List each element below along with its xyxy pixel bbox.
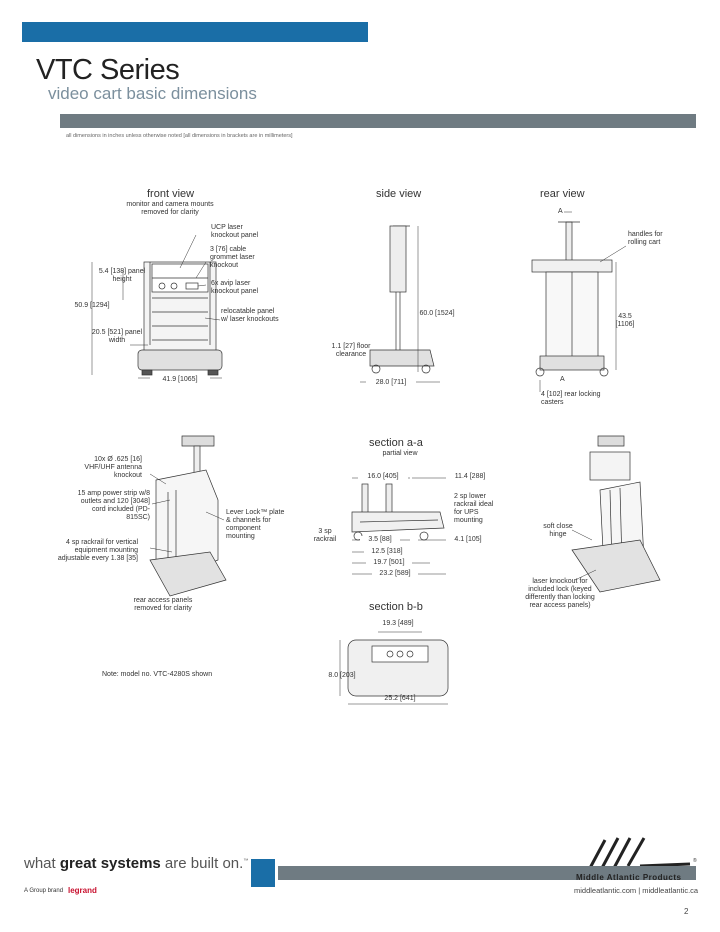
front-view-caption: monitor and camera mounts removed for cl… [126,201,214,216]
rack3-label: 3 sp rackrail [313,528,337,543]
floor-clearance-label: 1.1 [27] floor clearance [331,343,371,358]
antenna-label: 10x Ø .625 [16] VHF/UHF antenna knockout [84,456,142,479]
section-bb-drawing [339,631,449,705]
brand-registered-mark: ® [693,858,697,864]
panel-width-label: 20.5 [521] panel width [91,329,143,344]
casters-label: 4 [102] rear locking casters [541,391,601,406]
front-view-drawing [91,234,223,379]
front-height-label: 50.9 [1294] [74,302,110,309]
front-view-title: front view [147,188,195,200]
footer-accent-square [251,859,275,887]
power-strip-label: 15 amp power strip w/8 outlets and 120 [… [77,490,150,521]
side-view-title: side view [376,188,422,200]
iso-left-drawing [149,435,227,597]
legrand-logo: legrand [68,886,97,895]
model-note: Note: model no. VTC-4280S shown [102,671,213,678]
rear-access-label: rear access panels removed for clarity [133,597,193,612]
section-aa-title: section a-a [369,437,423,449]
units-note: all dimensions in inches unless otherwis… [66,133,293,139]
soft-close-hinge-label: soft close hinge [543,523,573,538]
header-accent-bar [22,22,368,42]
section-bb-title: section b-b [369,601,423,613]
dim-11: 11.4 [288] [448,473,492,481]
rear-view-title: rear view [540,188,585,200]
dim-8: 8.0 [203] [328,672,356,679]
page-number: 2 [684,907,689,916]
page-title: VTC Series [36,54,180,86]
dim-35: 3.5 [88] [360,536,400,544]
brand-name: Middle Atlantic Products [576,873,682,882]
iso-right-drawing [571,435,661,593]
side-depth-label: 28.0 [711] [366,379,416,387]
rear-view-drawing [531,211,627,392]
tagline: what great systems are built on.™ [24,855,249,872]
middle-atlantic-logo-mark [588,837,691,869]
avip-label: 6x avip laser knockout panel [211,280,259,295]
section-a-top-marker: A [558,208,563,215]
dim-193: 19.3 [489] [382,620,414,627]
panel-height-label: 5.4 [138] panel height [98,268,146,283]
lever-lock-label: Lever Lock™ plate & channels for compone… [226,509,285,540]
group-brand-label: A Group brand [24,888,64,894]
dim-232: 23.2 [589] [372,570,418,578]
dim-197: 19.7 [501] [366,559,412,567]
laser-knockout-label: laser knockout for included lock (keyed … [525,578,595,609]
rackrail-label: 4 sp rackrail for vertical equipment mou… [57,539,138,562]
section-aa-drawing [351,477,446,575]
page-subtitle: video cart basic dimensions [48,84,257,103]
section-a-bottom-marker: A [560,376,565,383]
footer-divider-bar [278,866,696,880]
handles-label: handles for rolling cart [628,231,663,246]
section-aa-subtitle: partial view [382,450,418,457]
dim-252: 25.2 [641] [384,695,416,702]
grommet-label: 3 [76] cable grommet laser knockout [210,246,255,269]
ucp-label: UCP laser knockout panel [211,224,259,239]
side-view-drawing [360,225,440,383]
front-width-label: 41.9 [1065] [150,376,210,384]
header-divider-bar [60,114,696,128]
dim-41: 4.1 [105] [448,536,488,544]
lower-rackrail-label: 2 sp lower rackrail ideal for UPS mounti… [454,493,494,524]
dim-16: 16.0 [405] [358,473,408,481]
rear-height-label: 43.5 [1106] [615,313,635,328]
relocatable-label: relocatable panel w/ laser knockouts [221,308,279,323]
dim-125: 12.5 [318] [364,548,410,556]
brand-urls[interactable]: middleatlantic.com | middleatlantic.ca [574,886,699,895]
side-height-label: 60.0 [1524] [419,310,455,317]
